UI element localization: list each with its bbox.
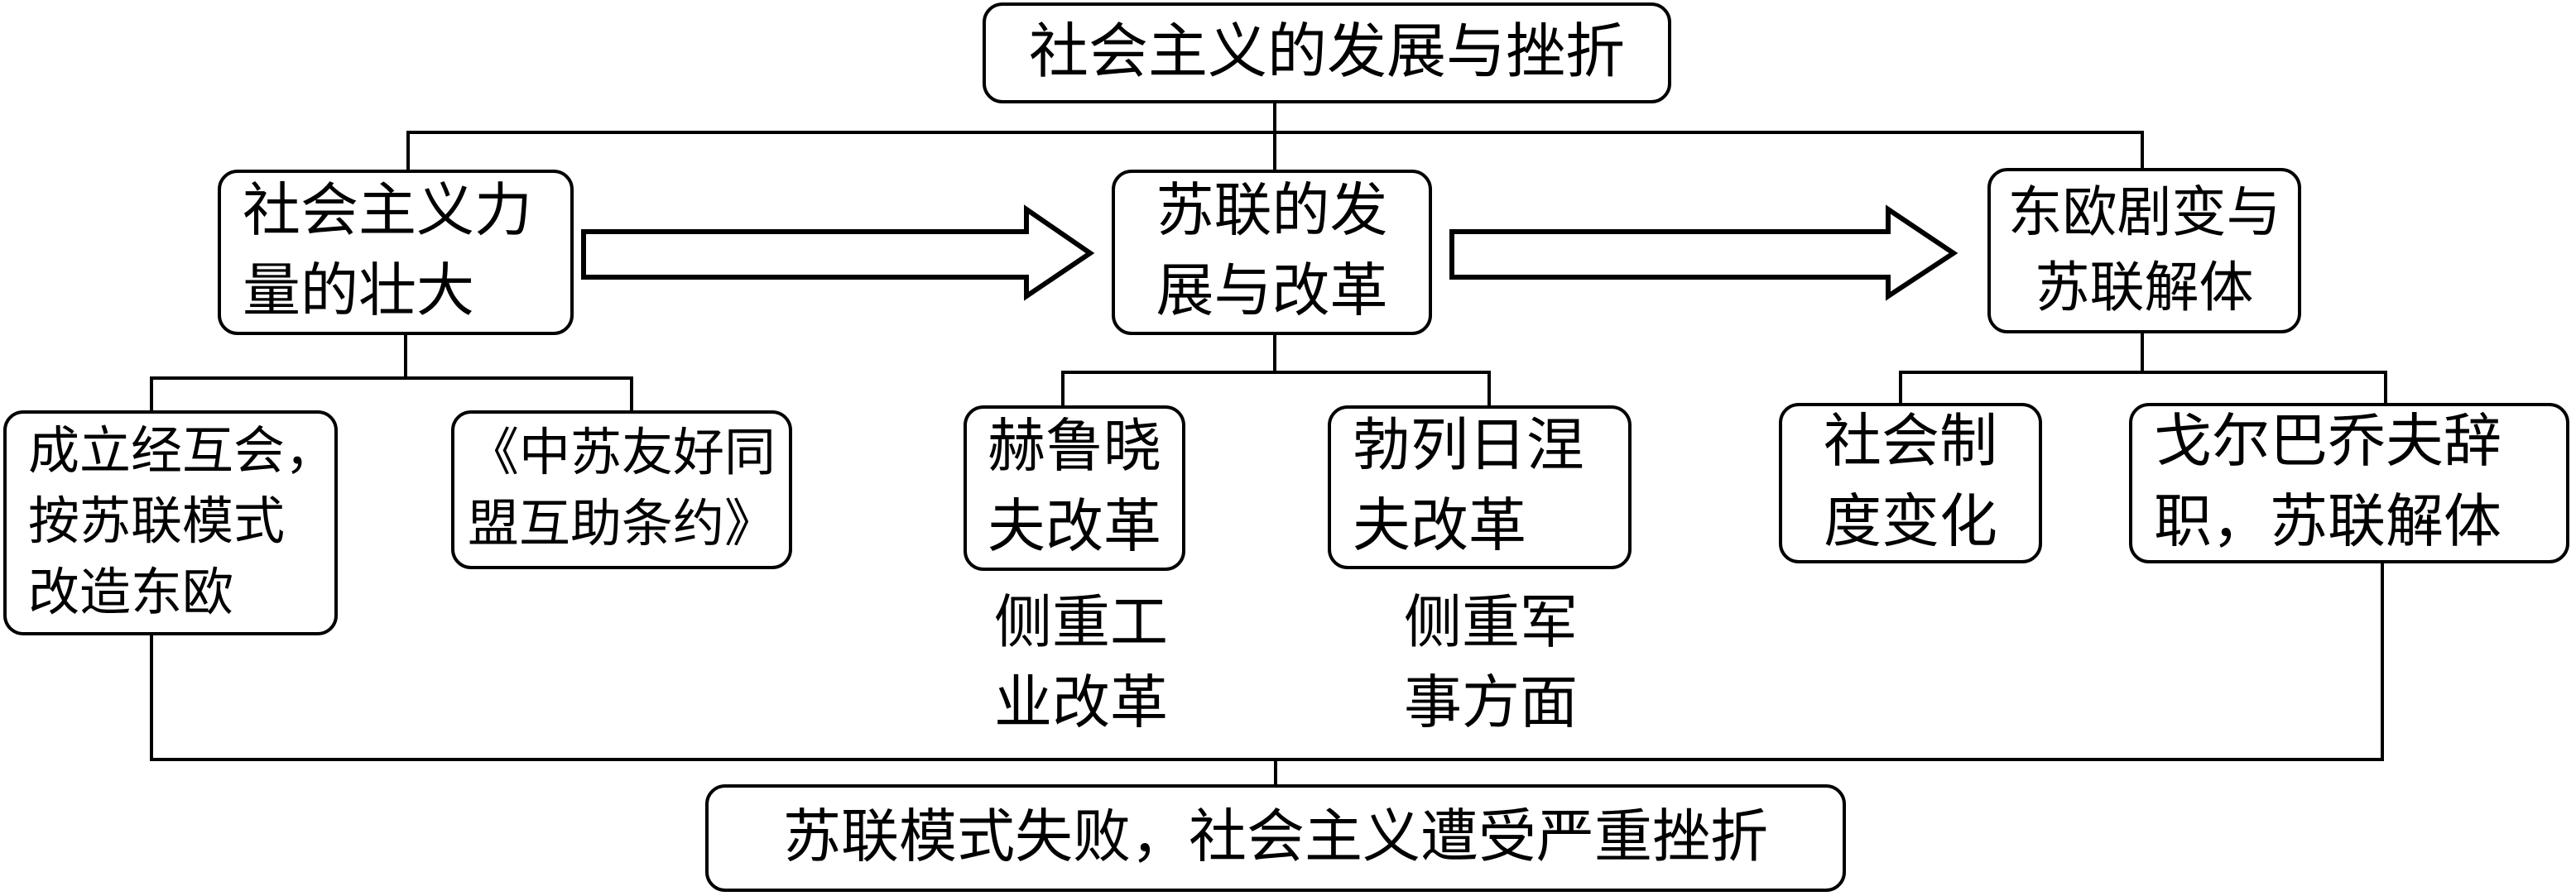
node-khrushchev-reform-line: 赫鲁晓: [988, 415, 1161, 480]
node-gorbachev-resign: 戈尔巴乔夫辞职，苏联解体: [2129, 403, 2569, 563]
node-comecon: 成立经互会， 按苏联模式改造东欧: [3, 410, 338, 635]
node-title: 社会主义的发展与挫折: [983, 2, 1671, 103]
node-conclusion: 苏联模式失败，社会主义遭受严重挫折: [705, 784, 1846, 892]
node-socialist-strength-line: 量的壮大: [243, 260, 474, 323]
node-brezhnev-reform-line: 勃列日涅: [1353, 414, 1584, 479]
node-military-focus-line: 事方面: [1404, 672, 1578, 735]
node-east-europe-collapse-line: 苏联解体: [2035, 258, 2254, 319]
node-comecon-line: 成立经互会，: [28, 423, 337, 480]
node-treaty-line: 《中苏友好同: [467, 425, 776, 482]
node-socialist-strength-line: 社会主义力: [243, 180, 532, 244]
node-social-system-change-line: 度变化: [1824, 491, 1997, 554]
node-ussr-development-line: 展与改革: [1156, 260, 1388, 323]
node-east-europe-collapse-line: 东欧剧变与: [2007, 182, 2281, 243]
node-gorbachev-resign-line: 戈尔巴乔夫辞: [2154, 410, 2502, 475]
node-east-europe-collapse: 东欧剧变与苏联解体: [1987, 168, 2301, 333]
node-comecon-line: 按苏联模式: [28, 494, 286, 551]
node-brezhnev-reform: 勃列日涅夫改革: [1328, 405, 1632, 569]
node-ussr-development-line: 苏联的发: [1156, 180, 1388, 244]
node-gorbachev-resign-line: 职，苏联解体: [2154, 491, 2502, 554]
node-treaty: 《中苏友好同盟互助条约》: [451, 410, 792, 569]
node-conclusion-line: 苏联模式失败，社会主义遭受严重挫折: [783, 805, 1768, 870]
node-ussr-development: 苏联的发展与改革: [1112, 170, 1432, 335]
node-khrushchev-reform: 赫鲁晓夫改革: [964, 405, 1185, 571]
node-industry-focus: 侧重工业改革: [973, 592, 1180, 735]
arrow-ussr-to-east-europe: [1449, 204, 1958, 301]
node-title-line: 社会主义的发展与挫折: [1028, 19, 1625, 86]
node-comecon-line: 改造东欧: [28, 564, 234, 621]
node-treaty-line: 盟互助条约》: [467, 496, 776, 553]
node-khrushchev-reform-line: 夫改革: [988, 496, 1161, 559]
node-social-system-change: 社会制度变化: [1779, 403, 2042, 563]
node-industry-focus-line: 业改革: [994, 672, 1168, 735]
node-industry-focus-line: 侧重工: [994, 592, 1168, 656]
arrow-strength-to-ussr: [581, 204, 1095, 301]
node-socialist-strength: 社会主义力量的壮大: [218, 170, 574, 335]
node-military-focus-line: 侧重军: [1404, 592, 1578, 656]
node-military-focus: 侧重军事方面: [1382, 592, 1589, 735]
node-brezhnev-reform-line: 夫改革: [1353, 495, 1526, 558]
node-social-system-change-line: 社会制: [1824, 410, 1997, 475]
